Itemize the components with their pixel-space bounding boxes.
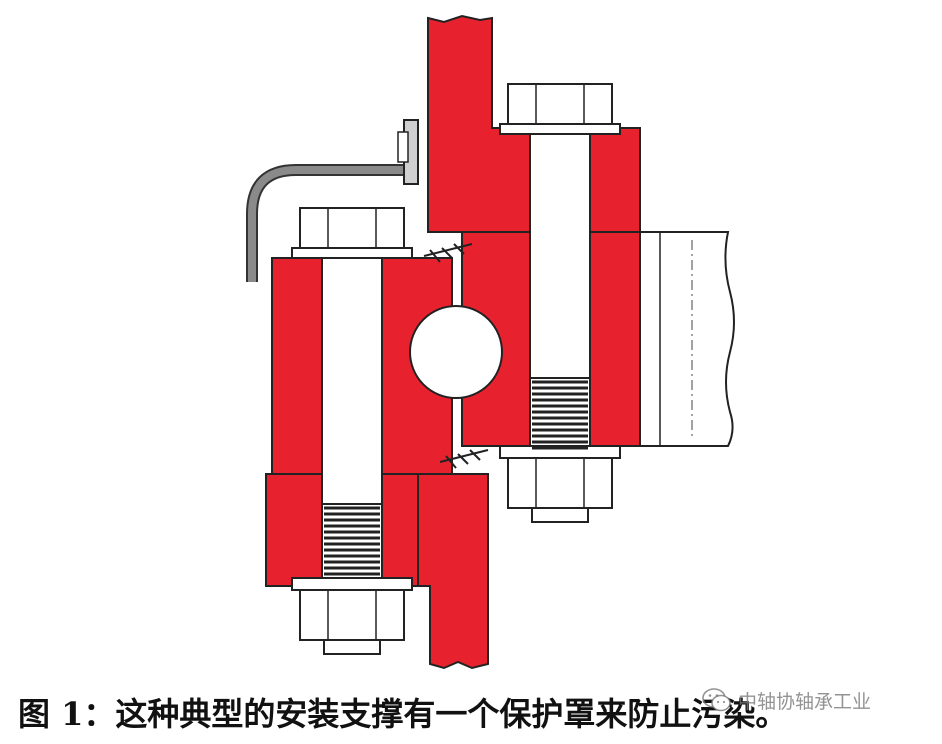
left-bolt-washer [291, 247, 413, 259]
guard-screw-head [397, 131, 409, 163]
left-bolt-tip [323, 639, 381, 655]
wechat-icon [702, 688, 731, 712]
left-bolt-head [299, 207, 405, 249]
left-bolt-thread [321, 503, 383, 579]
protective-guard-fill [248, 166, 410, 282]
right-bolt-washer [499, 123, 621, 135]
watermark: 中轴协轴承工业 [702, 684, 871, 716]
right-bolt-head [507, 83, 613, 125]
lower-seal [439, 449, 489, 469]
upper-seal [423, 243, 473, 263]
right-nut [507, 457, 613, 509]
thread-lines [324, 380, 588, 576]
left-nut [299, 589, 405, 641]
figure-caption: 图 1：这种典型的安装支撑有一个保护罩来防止污染。 [18, 695, 788, 733]
shaft-bore [409, 305, 503, 399]
left-nut-washer [291, 577, 413, 591]
shaft [639, 231, 735, 447]
bearing-mount-diagram [246, 14, 735, 670]
right-bolt-tip [531, 507, 589, 523]
watermark-text: 中轴协轴承工业 [738, 690, 872, 713]
right-bolt-thread [529, 377, 591, 453]
